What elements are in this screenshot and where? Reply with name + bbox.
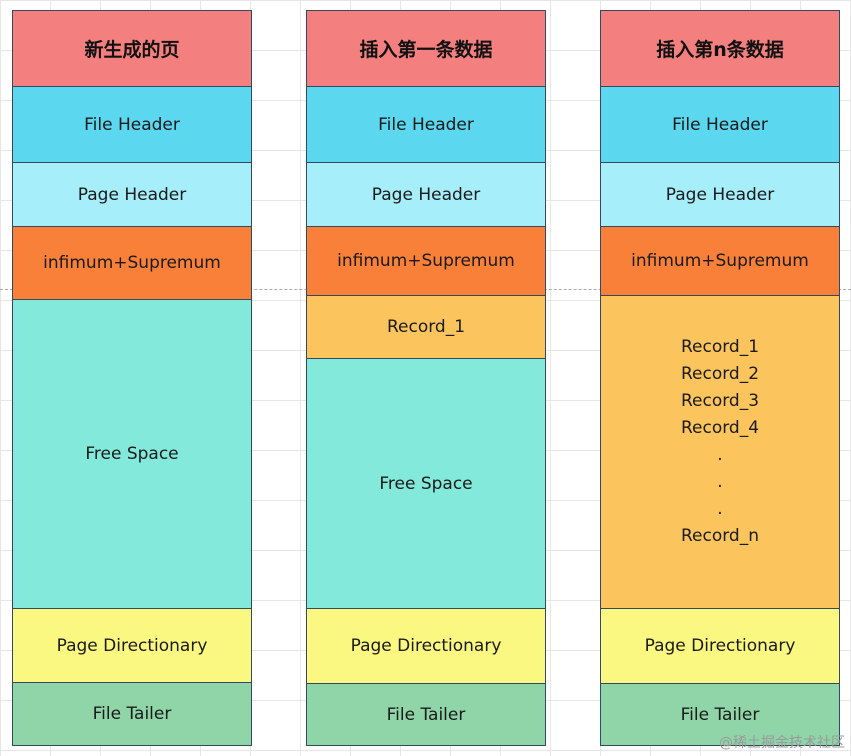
file-tailer-block: File Tailer: [13, 683, 251, 745]
free-space-block: Free Space: [307, 359, 545, 609]
record-item: Record_2: [680, 364, 760, 384]
column-title: 插入第一条数据: [307, 11, 545, 87]
page-header-block: Page Header: [307, 163, 545, 227]
file-tailer-block: File Tailer: [601, 684, 839, 745]
ellipsis-dot: .: [717, 445, 723, 465]
record-block: Record_1: [307, 296, 545, 359]
record-list: Record_1 Record_2 Record_3 Record_4 . . …: [681, 334, 759, 570]
file-header-block: File Header: [601, 87, 839, 163]
page-directory-block: Page Directionary: [13, 609, 251, 683]
infimum-supremum-block: infimum+Supremum: [307, 227, 545, 296]
record-item: Record_4: [680, 418, 760, 438]
record-item: Record_1: [680, 337, 760, 357]
page-column-first-insert: 插入第一条数据 File Header Page Header infimum+…: [306, 10, 546, 746]
infimum-supremum-block: infimum+Supremum: [601, 227, 839, 296]
record-item: Record_3: [680, 391, 760, 411]
page-header-block: Page Header: [13, 163, 251, 227]
page-column-n-inserts: 插入第n条数据 File Header Page Header infimum+…: [600, 10, 840, 746]
free-space-block: Free Space: [13, 300, 251, 609]
record-item: Record_n: [680, 526, 759, 546]
file-tailer-block: File Tailer: [307, 684, 545, 745]
file-header-block: File Header: [307, 87, 545, 163]
page-header-block: Page Header: [601, 163, 839, 227]
page-column-new: 新生成的页 File Header Page Header infimum+Su…: [12, 10, 252, 746]
infimum-supremum-block: infimum+Supremum: [13, 227, 251, 300]
watermark: @稀土掘金技术社区: [719, 735, 845, 751]
ellipsis-dot: .: [717, 499, 723, 519]
column-title: 新生成的页: [13, 11, 251, 87]
records-block: Record_1 Record_2 Record_3 Record_4 . . …: [601, 296, 839, 609]
page-directory-block: Page Directionary: [601, 609, 839, 684]
column-title: 插入第n条数据: [601, 11, 839, 87]
file-header-block: File Header: [13, 87, 251, 163]
ellipsis-dot: .: [717, 472, 723, 492]
page-directory-block: Page Directionary: [307, 609, 545, 684]
